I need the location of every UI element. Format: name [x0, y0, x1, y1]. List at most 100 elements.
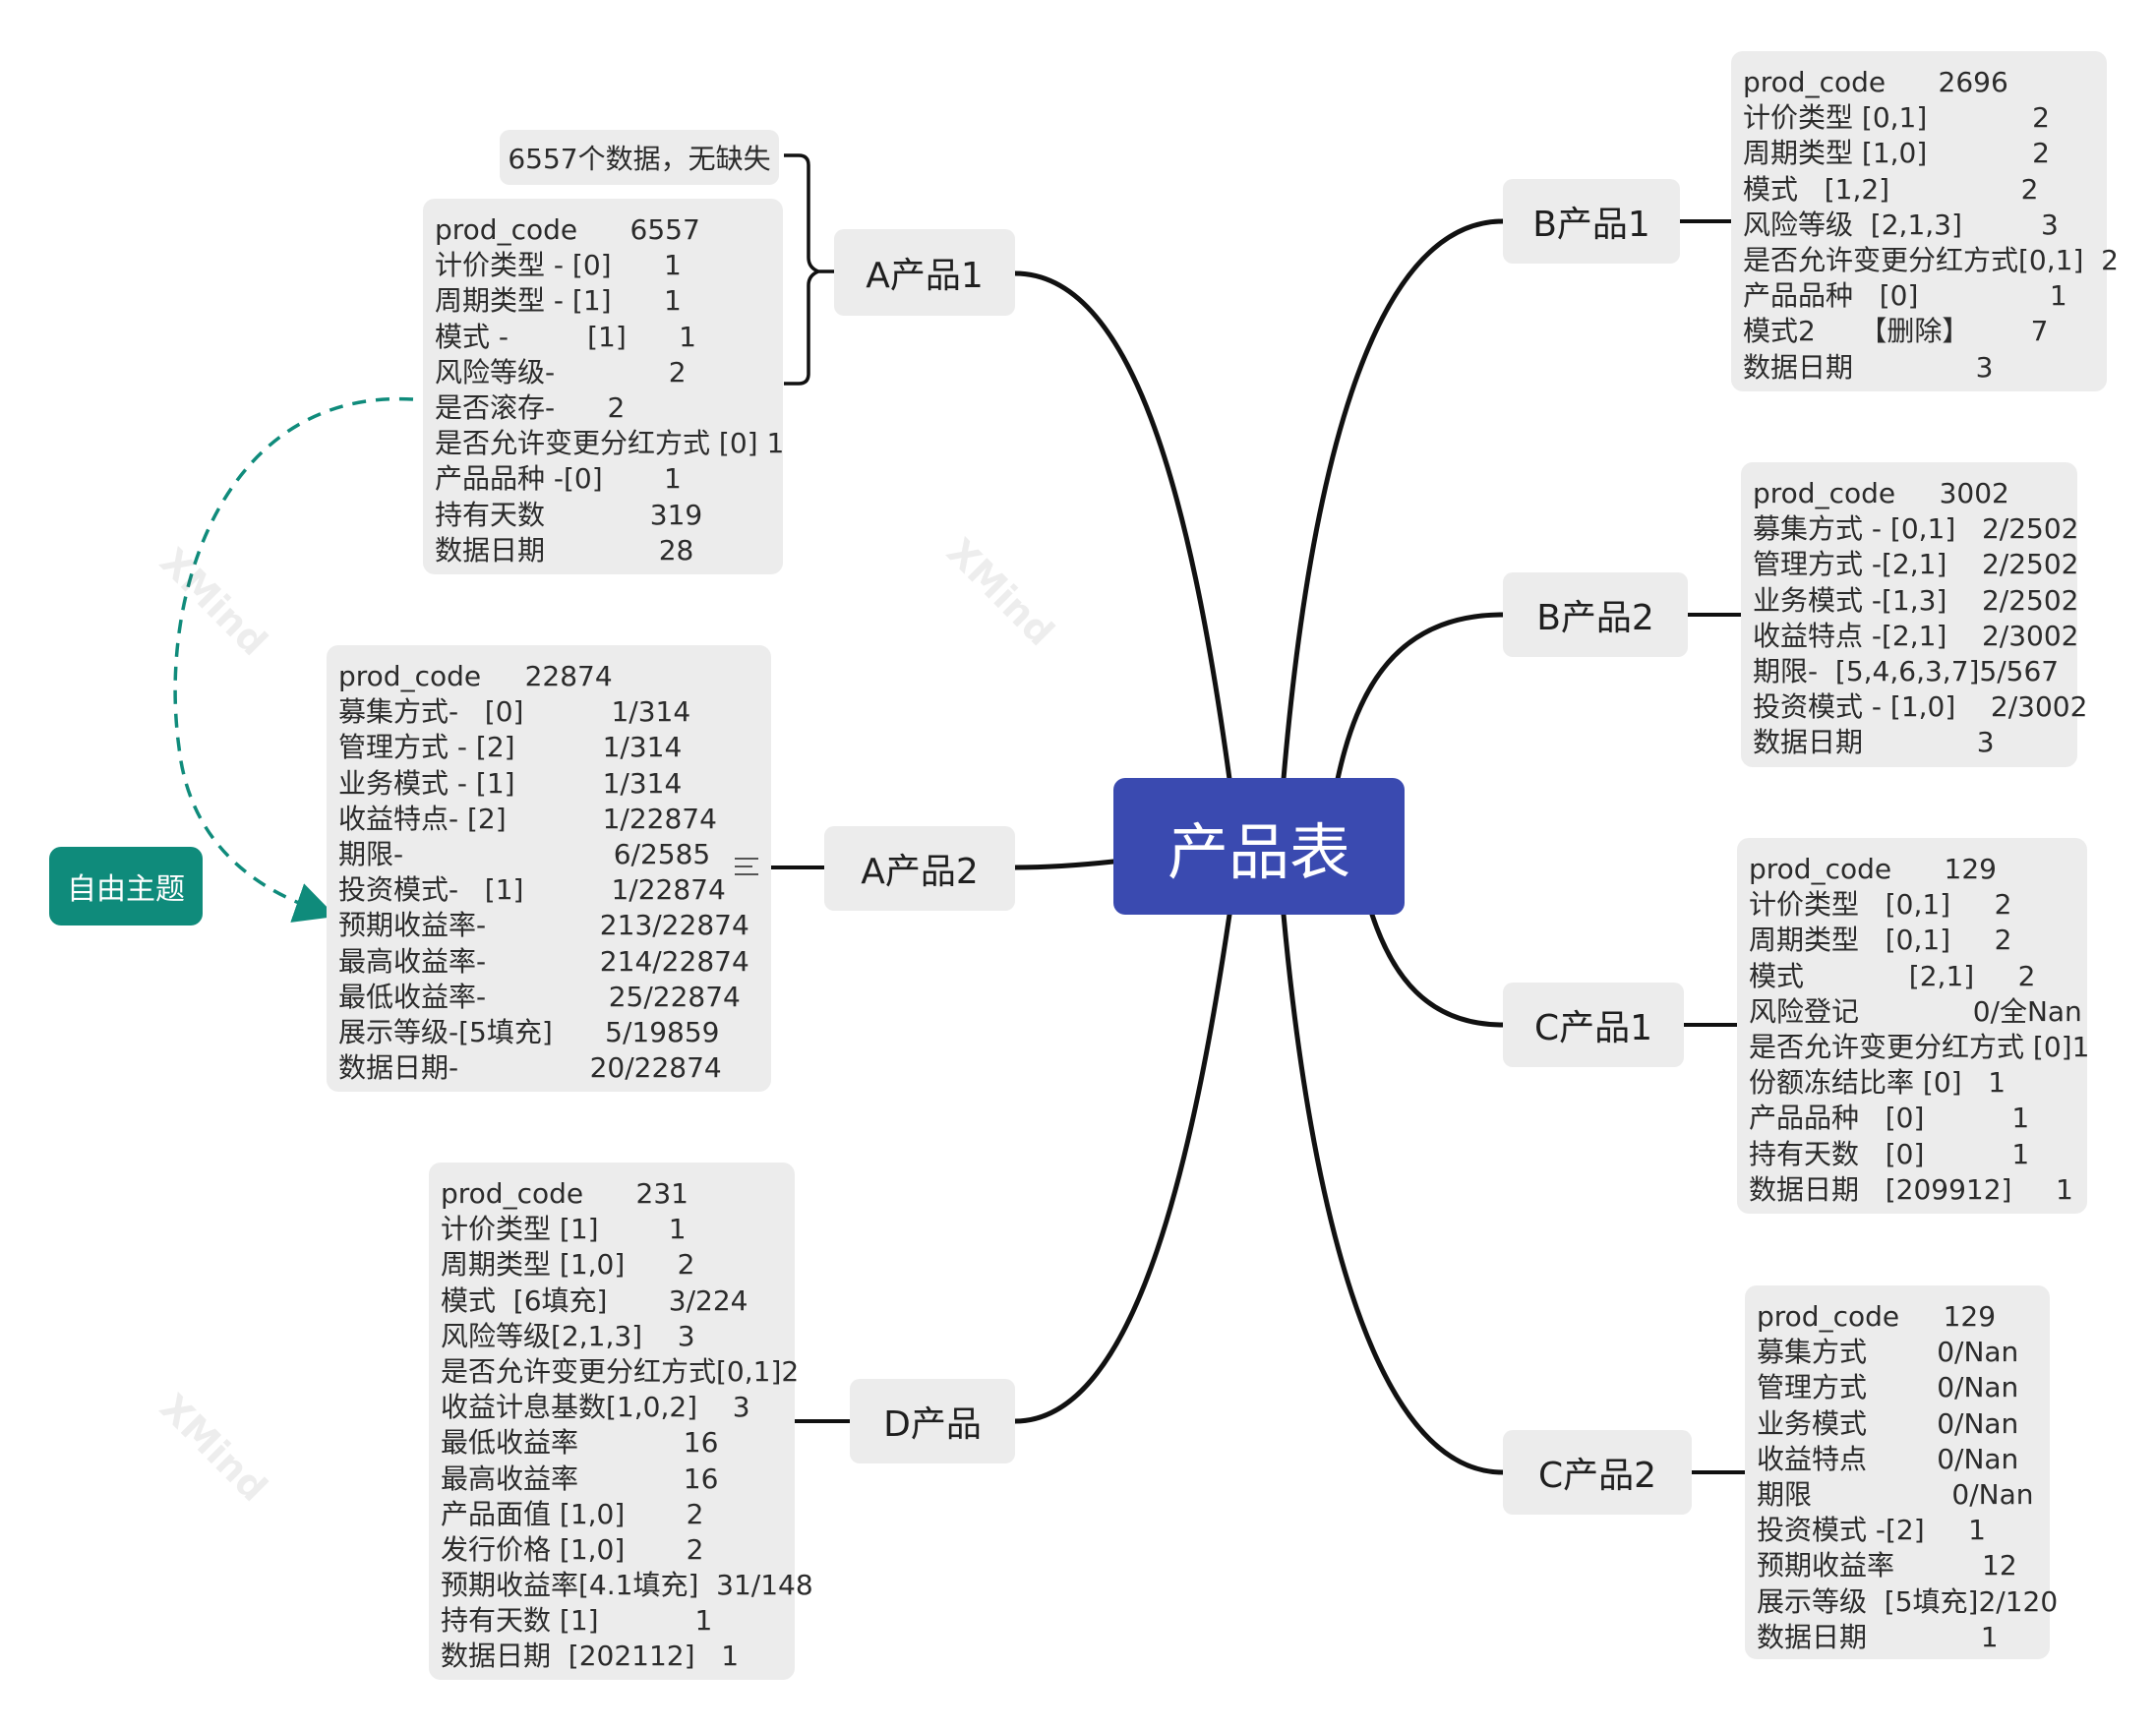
- note-line: 投资模式 - [1,0] 2/3002: [1753, 690, 2088, 724]
- summary-bracket: [784, 153, 834, 386]
- note-line: 发行价格 [1,0] 2: [441, 1532, 704, 1566]
- note-line: 收益特点 0/Nan: [1757, 1442, 2019, 1475]
- topic-d[interactable]: D产品: [850, 1379, 1015, 1463]
- note-line: prod_code 6557: [435, 213, 700, 246]
- note-line: 模式2 【删除】 7: [1743, 315, 2049, 348]
- note-line: 周期类型 [1,0] 2: [441, 1248, 695, 1282]
- note-line: 管理方式 -[2,1] 2/2502: [1753, 548, 2079, 581]
- note-line: 模式 - [1] 1: [435, 320, 696, 353]
- note-line: 模式 [1,2] 2: [1743, 172, 2039, 206]
- note-line: 业务模式 0/Nan: [1757, 1406, 2019, 1440]
- note-line: 收益特点- [2] 1/22874: [338, 802, 717, 835]
- note-line: 计价类型 - [0] 1: [435, 249, 682, 282]
- note-line: 展示等级 [5填充]2/120: [1757, 1584, 2059, 1618]
- note-line: 数据日期 1: [1757, 1620, 1999, 1653]
- note-line: 风险等级 [2,1,3] 3: [1743, 208, 2059, 241]
- note-line: 计价类型 [0,1] 2: [1749, 888, 2012, 922]
- note-line: 期限- 6/2585: [338, 837, 711, 870]
- note-line: 收益特点 -[2,1] 2/3002: [1753, 619, 2079, 652]
- note-line: 是否允许变更分红方式 [0]1: [1749, 1030, 2090, 1063]
- note-line: 数据日期 [209912] 1: [1749, 1172, 2073, 1206]
- note-line: 投资模式 -[2] 1: [1757, 1514, 1986, 1547]
- note-line: 风险登记 0/全Nan: [1749, 994, 2082, 1028]
- note-line: 周期类型 [1,0] 2: [1743, 137, 2050, 170]
- note-line: 持有天数 [0] 1: [1749, 1137, 2030, 1170]
- note-line: 风险等级- 2: [435, 355, 687, 388]
- free-topic[interactable]: 自由主题: [49, 847, 203, 925]
- note-line: 收益计息基数[1,0,2] 3: [441, 1391, 750, 1424]
- note-line: 预期收益率- 213/22874: [338, 909, 749, 942]
- central-topic[interactable]: 产品表: [1113, 778, 1405, 915]
- topic-b2[interactable]: B产品2: [1503, 572, 1688, 657]
- topic-a1[interactable]: A产品1: [834, 229, 1015, 316]
- note-line: 计价类型 [0,1] 2: [1743, 101, 2050, 135]
- note-line: 数据日期 3: [1753, 726, 1995, 759]
- topic-b1[interactable]: B产品1: [1503, 179, 1680, 264]
- note-line: 风险等级[2,1,3] 3: [441, 1319, 695, 1352]
- note-line: 最高收益率- 214/22874: [338, 944, 749, 978]
- note-line: 是否允许变更分红方式[0,1]2: [441, 1354, 800, 1388]
- note-line: 展示等级-[5填充] 5/19859: [338, 1015, 720, 1048]
- note-line: 最高收益率 16: [441, 1462, 719, 1495]
- note-line: 数据日期- 20/22874: [338, 1051, 722, 1085]
- note-line: 是否允许变更分红方式[0,1] 2: [1743, 243, 2119, 276]
- note-line: 份额冻结比率 [0] 1: [1749, 1066, 2006, 1100]
- note-line: 计价类型 [1] 1: [441, 1213, 687, 1246]
- note-line: 预期收益率 12: [1757, 1549, 2017, 1582]
- note-line: prod_code 3002: [1753, 477, 2009, 509]
- note-line: 募集方式- [0] 1/314: [338, 695, 691, 729]
- note-line: prod_code 231: [441, 1177, 689, 1210]
- connector-c1: [1369, 912, 1506, 1028]
- note-line: 期限 0/Nan: [1757, 1477, 2034, 1511]
- note-line: 募集方式 0/Nan: [1757, 1336, 2019, 1369]
- note-line: 最低收益率 16: [441, 1426, 719, 1460]
- note-line: 是否允许变更分红方式 [0] 1: [435, 427, 785, 460]
- note-line: 是否滚存- 2: [435, 390, 626, 424]
- note-icon[interactable]: [735, 858, 758, 877]
- note-line: 模式 [6填充] 3/224: [441, 1283, 749, 1317]
- note-line: 最低收益率- 25/22874: [338, 980, 741, 1013]
- note-line: 周期类型 [0,1] 2: [1749, 924, 2012, 957]
- note-line: 产品品种 [0] 1: [1749, 1102, 2030, 1135]
- note-line: 产品品种 -[0] 1: [435, 462, 682, 496]
- note-line: 数据日期 3: [1743, 350, 1994, 384]
- connector-a2: [1012, 859, 1116, 870]
- connector-b1: [1281, 218, 1506, 782]
- note-line: 管理方式 0/Nan: [1757, 1371, 2019, 1404]
- note-line: 预期收益率[4.1填充] 31/148: [441, 1569, 813, 1602]
- note-line: prod_code 129: [1757, 1300, 1997, 1333]
- note-line: 持有天数 [1] 1: [441, 1604, 713, 1638]
- note-line: 数据日期 28: [435, 533, 694, 567]
- note-line: 业务模式 - [1] 1/314: [338, 766, 683, 800]
- note-line: 模式 [2,1] 2: [1749, 959, 2036, 992]
- note-line: 募集方式 - [0,1] 2/2502: [1753, 512, 2079, 546]
- note-line: 产品品种 [0] 1: [1743, 279, 2067, 313]
- note-line: 投资模式- [1] 1/22874: [338, 873, 726, 907]
- note-line: 期限- [5,4,6,3,7]5/567: [1753, 654, 2060, 687]
- connector-c2: [1281, 912, 1506, 1475]
- note-line: 数据日期 [202112] 1: [441, 1640, 740, 1673]
- note-line: 产品面值 [1,0] 2: [441, 1497, 704, 1530]
- note-line: 业务模式 -[1,3] 2/2502: [1753, 583, 2079, 617]
- note-line: 持有天数 319: [435, 498, 703, 531]
- note-line: 管理方式 - [2] 1/314: [338, 731, 683, 764]
- note-line: prod_code 129: [1749, 853, 1997, 885]
- topic-a2[interactable]: A产品2: [824, 826, 1015, 911]
- connector-a1: [1012, 270, 1232, 782]
- note-line: prod_code 2696: [1743, 66, 2008, 98]
- note-line: 周期类型 - [1] 1: [435, 284, 682, 318]
- topic-c1[interactable]: C产品1: [1503, 983, 1684, 1067]
- topic-c2[interactable]: C产品2: [1503, 1430, 1692, 1515]
- connector-d: [1012, 912, 1232, 1424]
- summary-topic[interactable]: 6557个数据，无缺失: [500, 130, 779, 185]
- connector-b2: [1335, 612, 1506, 782]
- note-line: prod_code 22874: [338, 660, 613, 692]
